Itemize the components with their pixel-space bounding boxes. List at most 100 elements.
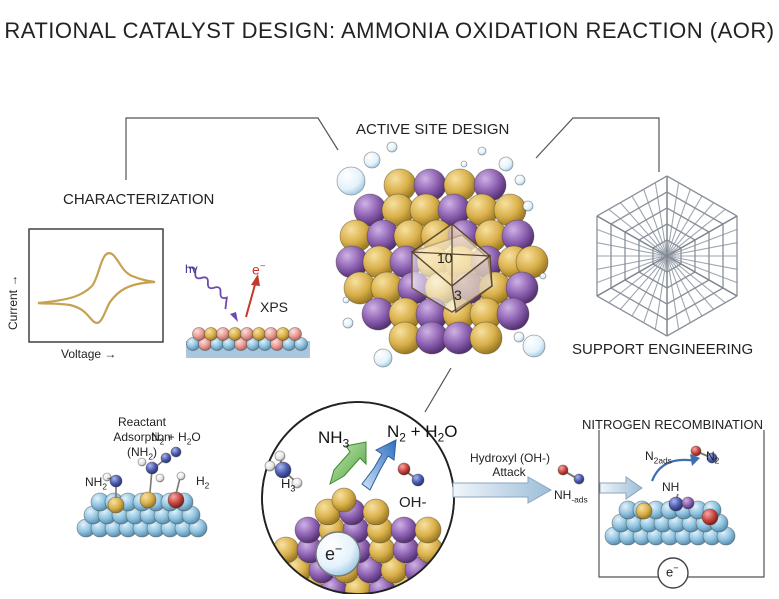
- n2ads-label: N2ads: [645, 449, 672, 466]
- hydrogen-atom: [155, 473, 165, 483]
- center-atom: [416, 576, 444, 594]
- xps-atom: [216, 327, 230, 341]
- bubble: [498, 156, 514, 172]
- xps-atom: [276, 327, 290, 341]
- bubble: [336, 166, 366, 196]
- bubble: [386, 141, 398, 153]
- xps-atom: [288, 327, 302, 341]
- xps-setup: [186, 266, 310, 358]
- products-label: N2 + H2O: [387, 422, 458, 445]
- bond: [666, 242, 738, 257]
- n2-label: N2: [706, 449, 720, 466]
- bond: [596, 242, 668, 257]
- nh-label: NH: [662, 480, 680, 494]
- center-atom: [452, 556, 454, 584]
- bond: [596, 215, 738, 297]
- connector-lines: [125, 117, 660, 413]
- nitrogen-atom: [411, 473, 425, 487]
- bond: [666, 207, 710, 233]
- bond: [619, 202, 668, 257]
- center-atom: [465, 537, 491, 563]
- bond: [624, 207, 668, 233]
- nitrogen-atom: [160, 452, 172, 464]
- bubbles: [336, 141, 547, 368]
- center-atom: [331, 487, 357, 513]
- bond: [638, 271, 668, 289]
- center-atom: [489, 577, 515, 594]
- hydrogen-atom: [291, 477, 303, 489]
- nitrogen-atom: [145, 461, 159, 475]
- bubble: [522, 334, 546, 358]
- bond: [596, 175, 668, 217]
- bond: [666, 182, 680, 257]
- hydroxyl-label: Hydroxyl (OH-) Attack: [470, 451, 550, 479]
- oxygen-atom: [397, 462, 411, 476]
- bond: [666, 195, 703, 257]
- xps-label: XPS: [260, 299, 289, 315]
- adsorption-surface: [76, 446, 208, 538]
- xps-atom: [204, 327, 218, 341]
- center-atom: [440, 536, 454, 564]
- support-lattice: [596, 175, 738, 337]
- bond: [666, 189, 691, 257]
- oh-label: OH-: [399, 494, 427, 511]
- adsorption-products: N2 + H2O: [151, 430, 201, 447]
- bond: [666, 175, 738, 217]
- h2-label: H2: [196, 474, 210, 491]
- bond: [596, 255, 668, 270]
- hydrogen-atom: [274, 450, 286, 462]
- molecule-nh3-label: H3: [281, 476, 296, 494]
- cv-ylabel: Current →: [6, 274, 20, 330]
- bond: [608, 255, 668, 304]
- nh2-label: NH2−: [85, 473, 112, 492]
- bond: [654, 182, 668, 257]
- blue-arrow: [361, 439, 397, 491]
- page-title: RATIONAL CATALYST DESIGN: AMMONIA OXIDAT…: [4, 18, 775, 43]
- nitrogen-atom: [274, 461, 292, 479]
- surface-atom: [635, 502, 653, 520]
- xps-atom: [294, 337, 308, 351]
- nitrogen-atom: [109, 474, 123, 488]
- center-atom: [262, 576, 276, 594]
- facets: [410, 223, 493, 314]
- surface-atom: [139, 491, 157, 509]
- surface-atom: [167, 491, 185, 509]
- adsorption-label: Reactant Adsorption (NH2): [113, 415, 171, 462]
- bubble: [373, 348, 393, 368]
- xps-atom: [228, 327, 242, 341]
- bubble: [522, 200, 534, 212]
- hydrogen-atom: [137, 457, 147, 467]
- hydrogen-atom: [264, 460, 276, 472]
- bond: [666, 295, 738, 337]
- bond: [643, 189, 668, 257]
- particle-atom: [469, 321, 503, 355]
- hydroxyl-arrow: [452, 476, 553, 504]
- characterization-label: CHARACTERIZATION: [63, 191, 215, 208]
- cv-curve: [37, 252, 156, 324]
- bond: [666, 255, 703, 317]
- xps-atom: [252, 327, 266, 341]
- center-electron-label: e−: [325, 542, 343, 564]
- oxygen-atom: [557, 464, 569, 476]
- bond: [666, 228, 738, 257]
- center-atom: [414, 516, 442, 544]
- bubble: [513, 331, 525, 343]
- nitrogen-atom: [573, 473, 585, 485]
- hydrogen-atom: [102, 472, 112, 482]
- bond: [596, 255, 668, 284]
- active-site-label: ACTIVE SITE DESIGN: [356, 121, 510, 138]
- electron-ball: [315, 531, 361, 577]
- bond: [610, 287, 668, 321]
- xps-atom: [240, 327, 254, 341]
- hv-label: hv: [185, 262, 198, 276]
- xps-atom: [264, 327, 278, 341]
- nh3-label: NH3: [318, 428, 350, 451]
- bond: [666, 191, 724, 225]
- bond: [624, 279, 668, 305]
- bond: [666, 223, 696, 241]
- bond: [643, 255, 668, 323]
- bubble: [342, 317, 354, 329]
- bond: [610, 191, 668, 225]
- surface-atom: [701, 508, 719, 526]
